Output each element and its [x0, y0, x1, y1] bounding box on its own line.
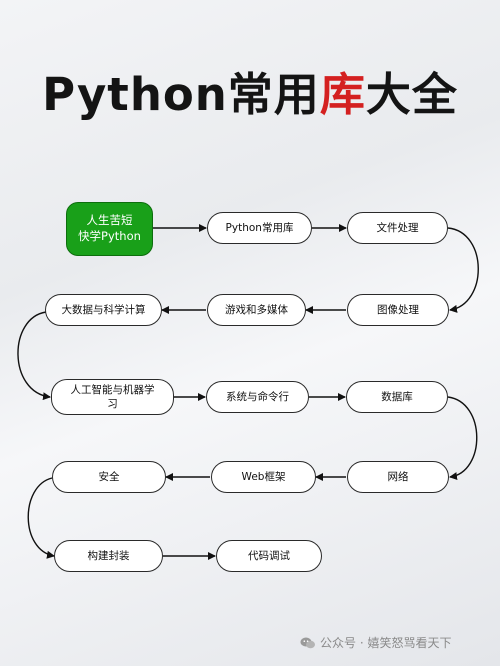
node-big-data-science: 大数据与科学计算 — [45, 294, 162, 326]
title-part2: 大全 — [365, 68, 458, 121]
node-image-processing: 图像处理 — [347, 294, 449, 326]
page-title: Python常用库大全 — [0, 58, 500, 123]
watermark-text: 公众号 · 嬉笑怒骂看天下 — [320, 636, 452, 650]
node-build-package: 构建封装 — [54, 540, 163, 572]
wechat-icon — [300, 636, 316, 650]
node-python-libs: Python常用库 — [207, 212, 312, 244]
title-part1: Python常用 — [42, 68, 320, 121]
node-network: 网络 — [347, 461, 449, 493]
edge-security-to-build — [27, 477, 55, 559]
node-games-multimedia: 游戏和多媒体 — [207, 294, 306, 326]
start-node: 人生苦短 快学Python — [66, 202, 153, 256]
edge-file-to-image — [447, 227, 479, 313]
node-security: 安全 — [52, 461, 166, 493]
node-file-processing: 文件处理 — [347, 212, 448, 244]
node-ai-ml: 人工智能与机器学 习 — [51, 379, 174, 415]
node-system-cli: 系统与命令行 — [206, 381, 309, 413]
node-debugging: 代码调试 — [216, 540, 322, 572]
edge-database-to-network — [447, 396, 478, 480]
edge-bigdata-to-ai — [17, 311, 51, 401]
node-web-framework: Web框架 — [211, 461, 316, 493]
title-highlight: 库 — [319, 68, 366, 121]
watermark: 公众号 · 嬉笑怒骂看天下 — [300, 634, 451, 651]
node-database: 数据库 — [346, 381, 448, 413]
